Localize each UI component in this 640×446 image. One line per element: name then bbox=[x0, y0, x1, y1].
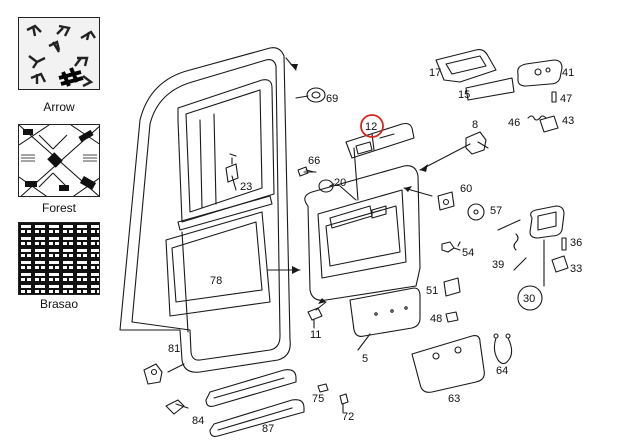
bracket-12 bbox=[345, 122, 415, 159]
arrow-pattern-icon bbox=[19, 18, 99, 89]
label-47[interactable]: 47 bbox=[560, 93, 572, 105]
label-66[interactable]: 66 bbox=[308, 155, 320, 167]
label-51[interactable]: 51 bbox=[426, 285, 438, 297]
block-43 bbox=[539, 115, 559, 133]
label-33[interactable]: 33 bbox=[570, 263, 582, 275]
label-15[interactable]: 15 bbox=[458, 89, 470, 101]
handle-41 bbox=[517, 59, 563, 87]
label-81[interactable]: 81 bbox=[168, 343, 180, 355]
tray-17 bbox=[435, 49, 497, 83]
label-30[interactable]: 30 bbox=[523, 293, 535, 305]
label-78[interactable]: 78 bbox=[210, 275, 222, 287]
forest-swatch[interactable] bbox=[18, 124, 100, 197]
label-8[interactable]: 8 bbox=[472, 119, 478, 131]
label-63[interactable]: 63 bbox=[448, 393, 460, 405]
brasao-pattern-icon bbox=[19, 223, 99, 294]
label-48[interactable]: 48 bbox=[430, 313, 442, 325]
arrow-swatch-label: Arrow bbox=[43, 100, 75, 114]
forest-pattern-icon bbox=[19, 125, 99, 196]
label-41[interactable]: 41 bbox=[562, 67, 574, 79]
seal-strip-87 bbox=[205, 369, 297, 407]
window-channel-23 bbox=[177, 195, 273, 231]
label-57[interactable]: 57 bbox=[490, 205, 502, 217]
door-trim-panel-5 bbox=[304, 165, 421, 301]
label-43[interactable]: 43 bbox=[562, 115, 574, 127]
door-frame-outline bbox=[119, 47, 291, 373]
label-75[interactable]: 75 bbox=[312, 393, 324, 405]
brasao-swatch[interactable] bbox=[18, 222, 100, 295]
door-panel-78 bbox=[165, 211, 271, 317]
label-12[interactable]: 12 bbox=[365, 121, 377, 133]
label-64[interactable]: 64 bbox=[496, 365, 508, 377]
label-17[interactable]: 17 bbox=[429, 67, 441, 79]
label-46[interactable]: 46 bbox=[508, 117, 520, 129]
cover-63 bbox=[411, 335, 485, 393]
label-60[interactable]: 60 bbox=[460, 183, 472, 195]
label-54[interactable]: 54 bbox=[462, 247, 474, 259]
forest-swatch-label: Forest bbox=[41, 201, 76, 215]
label-39[interactable]: 39 bbox=[492, 259, 504, 271]
panel-15 bbox=[465, 77, 515, 101]
highlight-circle[interactable] bbox=[360, 114, 384, 138]
label-5[interactable]: 5 bbox=[362, 353, 368, 365]
label-11[interactable]: 11 bbox=[310, 329, 321, 341]
callout-labels: 17 15 41 47 46 43 69 12 8 66 20 23 60 57… bbox=[168, 67, 582, 435]
handle-assembly-30 bbox=[529, 205, 565, 239]
label-69[interactable]: 69 bbox=[326, 93, 338, 105]
label-72[interactable]: 72 bbox=[342, 411, 354, 423]
label-84[interactable]: 84 bbox=[192, 415, 204, 427]
arrow-swatch[interactable] bbox=[18, 17, 100, 90]
lock-8 bbox=[465, 131, 487, 155]
label-87[interactable]: 87 bbox=[262, 423, 274, 435]
label-36[interactable]: 36 bbox=[570, 237, 582, 249]
label-20[interactable]: 20 bbox=[334, 177, 346, 189]
brasao-swatch-label: Brasao bbox=[39, 297, 79, 311]
label-23[interactable]: 23 bbox=[240, 181, 252, 193]
